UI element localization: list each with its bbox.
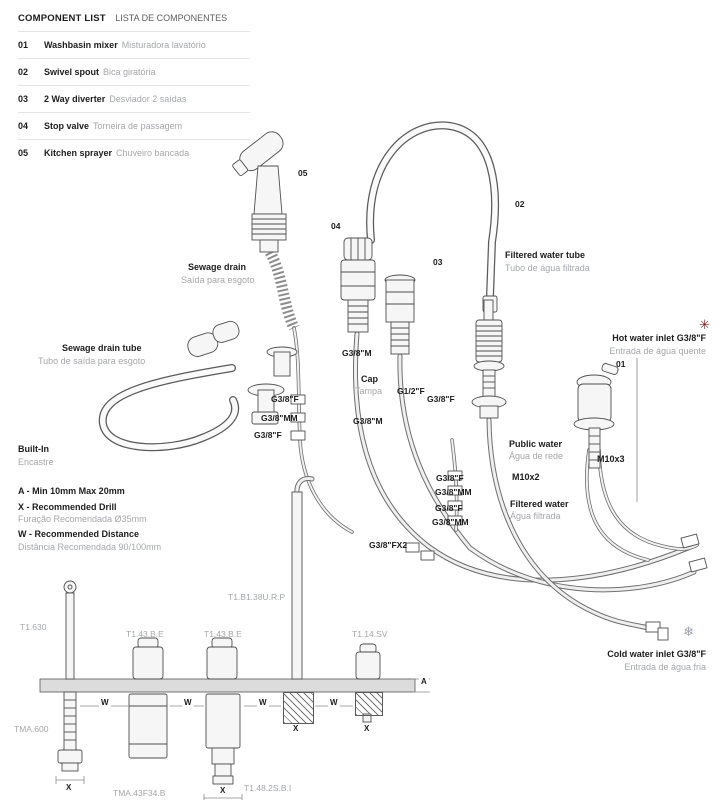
note-w: W - Recommended Distance	[18, 529, 140, 539]
label-cold-water-inlet-en: Cold water inlet G3/8"F	[607, 649, 706, 659]
label-public-water-pt: Água de rede	[509, 451, 564, 461]
component-name-en: Washbasin mixer	[44, 40, 118, 50]
component-name-pt: Chuveiro bancada	[116, 148, 190, 158]
component-name-en: Kitchen sprayer	[44, 148, 113, 158]
component-name-pt: Misturadora lavatório	[121, 40, 206, 50]
component-row-05: 05 Kitchen sprayer Chuveiro bancada	[18, 139, 250, 166]
component-number: 02	[18, 67, 29, 77]
component-number: 04	[18, 121, 29, 131]
label-sewage-drain-en: Sewage drain	[188, 262, 247, 272]
callout-02: 02	[515, 199, 525, 209]
fitting-label-g38f-c: G3/8"F	[254, 430, 282, 440]
fitting-label-g38f-d: G3/8"F	[436, 473, 464, 483]
callout-04: 04	[331, 221, 341, 231]
part-code-t1b138urp: T1.B1.38U.R.P	[228, 592, 286, 602]
component-name-en: Swivel spout	[44, 67, 100, 77]
fitting-label-g38mm-a: G3/8"MM	[261, 413, 298, 423]
component-list-subtitle: LISTA DE COMPONENTES	[115, 13, 228, 23]
callout-01: 01	[616, 359, 626, 369]
kitchen-sprayer-drawing	[232, 131, 300, 331]
part-code-tma600: TMA.600	[14, 724, 49, 734]
label-hot-water-inlet-pt: Entrada de água quente	[609, 346, 706, 356]
dim-label-a: A	[419, 677, 429, 687]
label-m10x3: M10x3	[597, 454, 625, 464]
dim-label-w2: W	[182, 698, 194, 708]
fitting-label-g38f-b: G3/8"F	[271, 394, 299, 404]
hot-indicator-icon: ✳	[699, 317, 710, 332]
component-row-02: 02 Swivel spout Bica giratória	[18, 58, 250, 85]
label-filtered-water-en: Filtered water	[510, 499, 569, 509]
dim-label-w3: W	[257, 698, 269, 708]
mounted-components-drawing	[55, 476, 381, 800]
hoses-drawing	[292, 326, 699, 631]
callout-03: 03	[433, 257, 443, 267]
component-row-04: 04 Stop valve Torneira de passagem	[18, 112, 250, 139]
drill-hatch-valve	[355, 692, 383, 716]
component-name-pt: Desviador 2 saídas	[109, 94, 187, 104]
dim-label-w4: W	[328, 698, 340, 708]
part-code-tma43f34b: TMA.43F34.B	[113, 788, 166, 798]
fitting-label-g38fx2: G3/8"FX2	[369, 540, 408, 550]
component-list-title: COMPONENT LIST	[18, 13, 106, 24]
component-number: 05	[18, 148, 29, 158]
fitting-label-g38mm-b: G3/8"MM	[435, 487, 472, 497]
diverter-drawing	[384, 274, 416, 355]
label-sewage-drain-tube-pt: Tubo de saída para esgoto	[38, 356, 146, 366]
countertop-drawing	[39, 678, 430, 693]
note-a: A - Min 10mm Max 20mm	[18, 486, 125, 496]
part-code-t1482sbi: T1.48.2S.B.I	[244, 783, 292, 793]
label-cap-en: Cap	[361, 374, 379, 384]
label-sewage-drain-pt: Saída para esgoto	[181, 275, 255, 285]
filter-cartridge-drawing	[471, 299, 507, 419]
component-name-pt: Bica giratória	[103, 67, 156, 77]
label-cold-water-inlet-pt: Entrada de água fria	[624, 662, 706, 672]
drill-hatch-spout	[283, 692, 314, 724]
part-code-t114sv: T1.14.SV	[352, 629, 388, 639]
dim-label-x4: X	[218, 786, 228, 796]
label-filtered-water-tube-pt: Tubo de água filtrada	[505, 263, 590, 273]
label-hot-water-inlet-en: Hot water inlet G3/8"F	[612, 333, 706, 343]
label-m10x2: M10x2	[512, 472, 540, 482]
dim-label-x3: X	[64, 783, 74, 793]
component-number: 03	[18, 94, 29, 104]
part-code-t1630: T1.630	[20, 622, 47, 632]
fitting-label-g38f-e: G3/8"F	[435, 503, 463, 513]
component-row-01: 01 Washbasin mixer Misturadora lavatório	[18, 31, 250, 58]
drain-assembly-drawing	[187, 320, 298, 425]
washbasin-mixer-drawing	[573, 363, 619, 469]
label-built-in-pt: Encastre	[18, 457, 54, 467]
label-sewage-drain-tube-en: Sewage drain tube	[62, 343, 142, 353]
fitting-label-g38m-a: G3/8"M	[342, 348, 372, 358]
fitting-label-g12f: G1/2"F	[397, 386, 425, 396]
hose-fittings-drawing	[290, 394, 708, 641]
label-filtered-water-tube-en: Filtered water tube	[505, 250, 586, 260]
fitting-label-g38mm-c: G3/8"MM	[432, 517, 469, 527]
fitting-label-g38m-b: G3/8"M	[353, 416, 383, 426]
component-name-en: Stop valve	[44, 121, 90, 131]
label-built-in-en: Built-In	[18, 444, 49, 454]
note-x-pt: Furação Recomendada Ø35mm	[18, 514, 147, 524]
part-code-t143be-b: T1.43.B.E	[204, 629, 242, 639]
stop-valve-drawing	[340, 237, 376, 333]
dim-label-w1: W	[99, 698, 111, 708]
component-number: 01	[18, 40, 29, 50]
cold-indicator-icon: ❄	[683, 624, 694, 639]
component-list-header: COMPONENT LIST LISTA DE COMPONENTES	[18, 8, 250, 31]
component-name-pt: Torneira de passagem	[93, 121, 183, 131]
note-w-pt: Distância Recomendada 90/100mm	[18, 542, 162, 552]
label-filtered-water-pt: Água filtrada	[510, 511, 561, 521]
fitting-label-g38f-a: G3/8"F	[427, 394, 455, 404]
component-row-03: 03 2 Way diverter Desviador 2 saídas	[18, 85, 250, 112]
note-x: X - Recommended Drill	[18, 502, 117, 512]
sewage-drain-tube-drawing	[98, 364, 240, 452]
component-name-en: 2 Way diverter	[44, 94, 106, 104]
label-cap-pt: Tampa	[355, 386, 383, 396]
part-code-t143be-a: T1.43.B.E	[126, 629, 164, 639]
dim-label-x1: X	[291, 724, 301, 734]
dim-label-x2: X	[362, 724, 372, 734]
callout-05: 05	[298, 168, 308, 178]
component-list: COMPONENT LIST LISTA DE COMPONENTES 01 W…	[18, 8, 250, 166]
label-public-water-en: Public water	[509, 439, 563, 449]
